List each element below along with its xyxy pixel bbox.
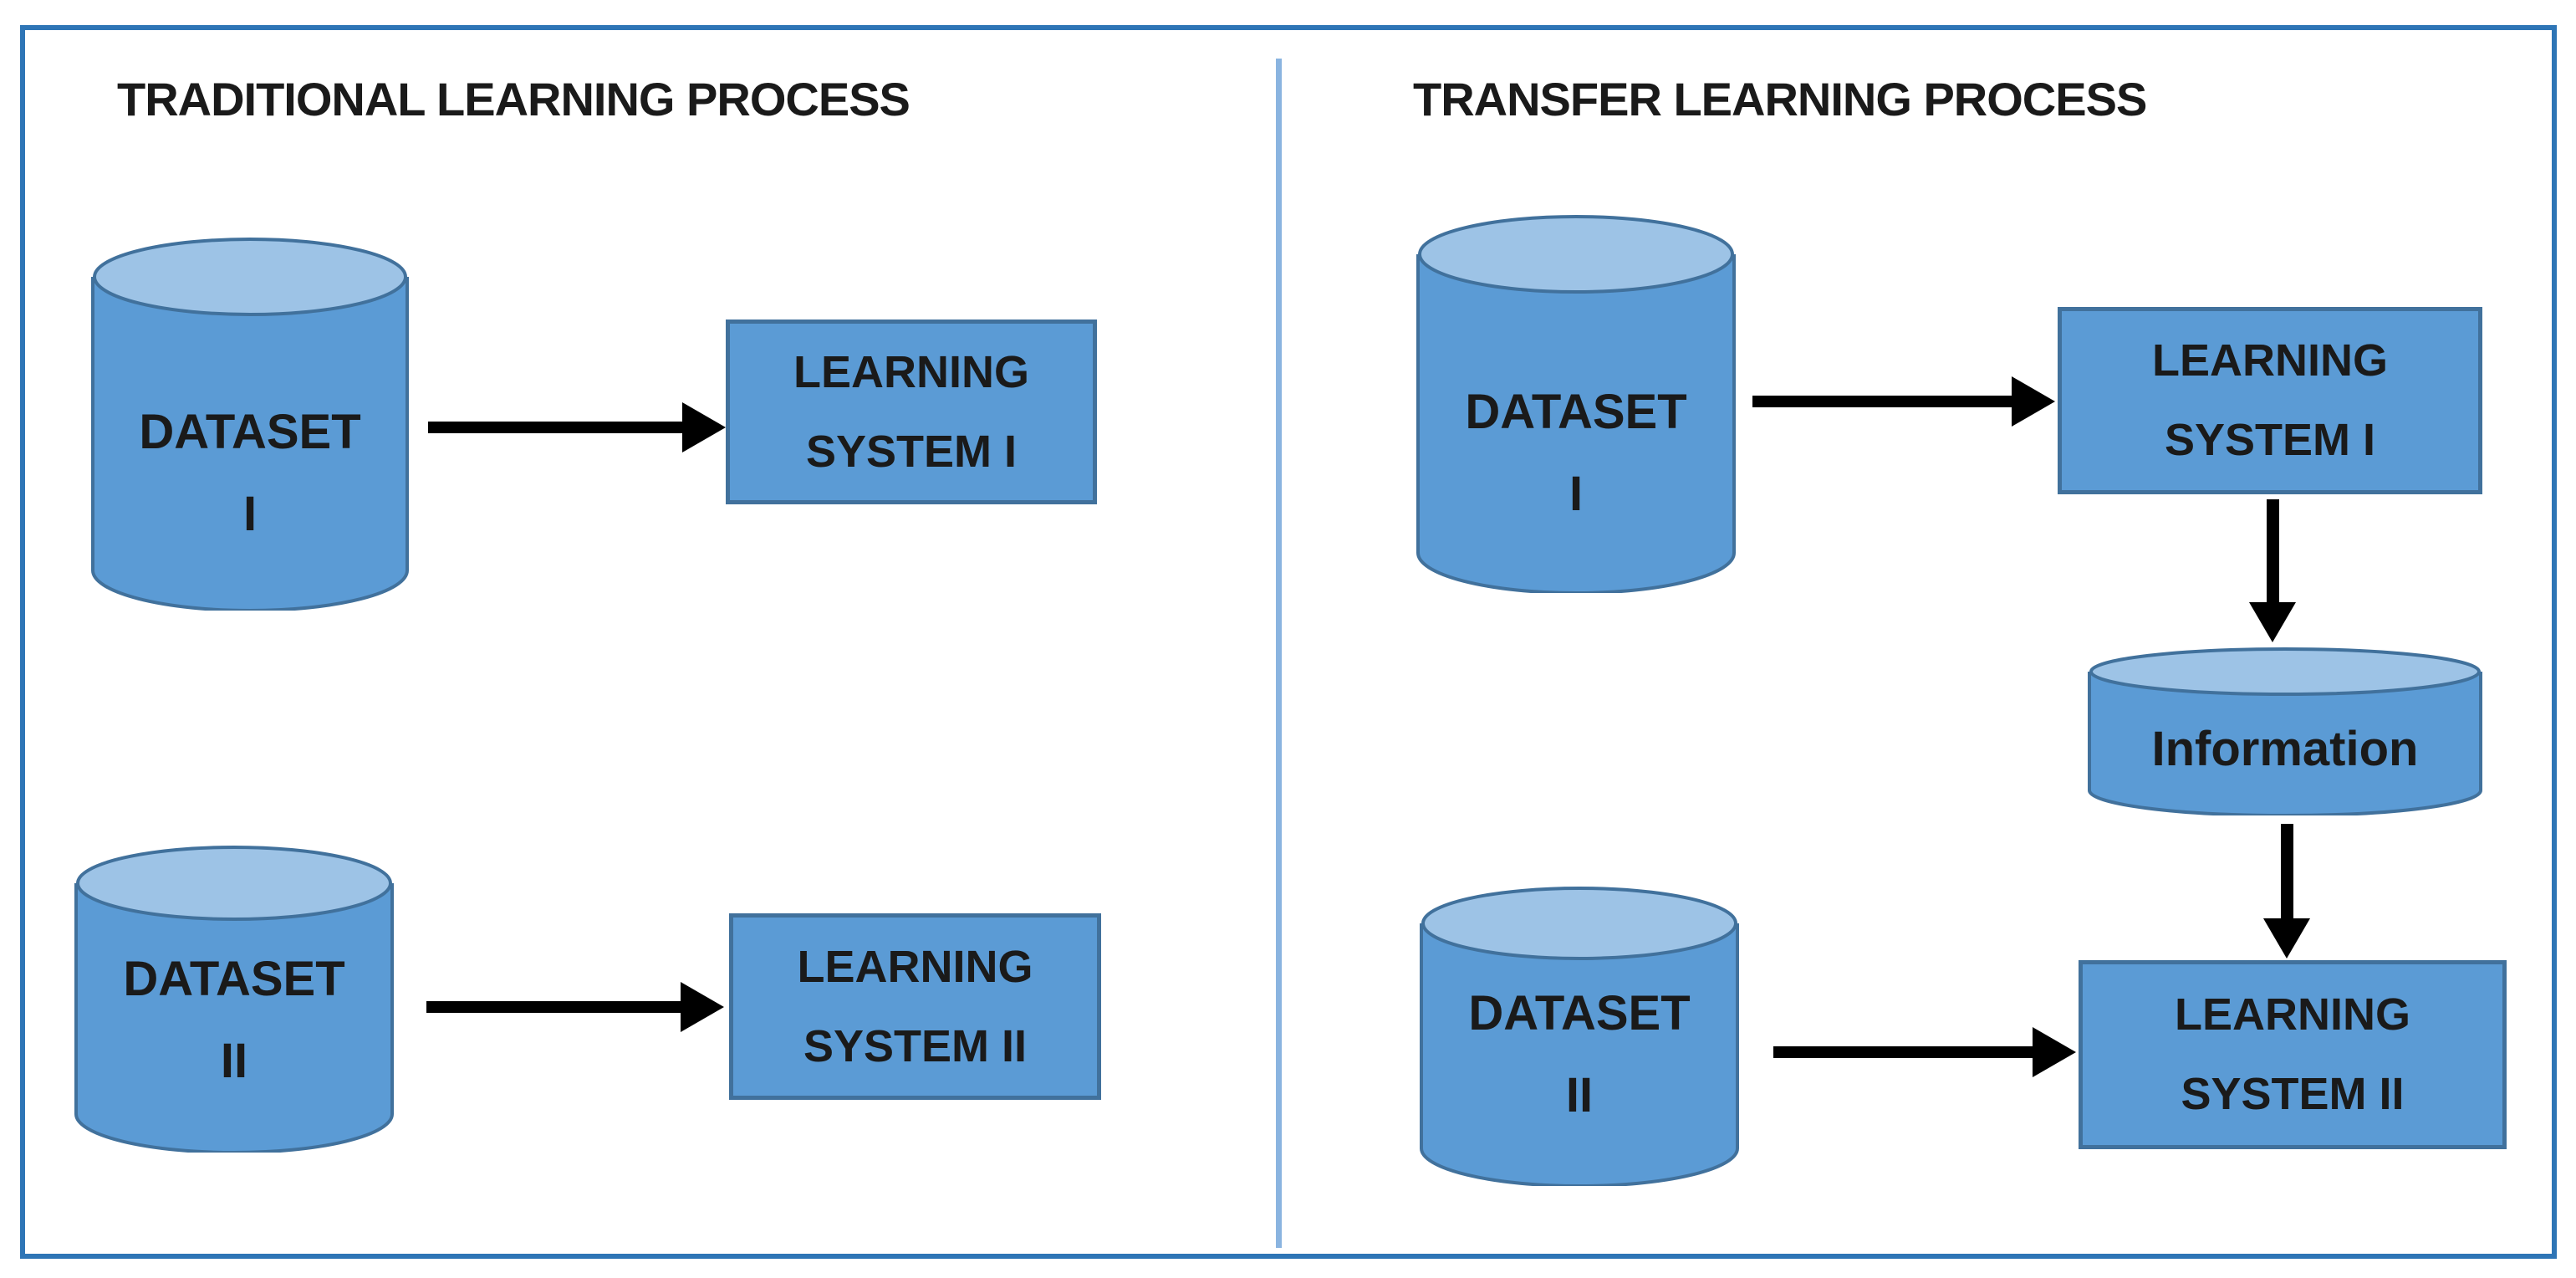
left-dataset-2-label: DATASET II <box>123 952 345 1088</box>
right-arrow-dataset1-to-system1 <box>1752 376 2055 427</box>
left-dataset-2-cylinder: DATASET II <box>74 845 395 1153</box>
panel-divider <box>1276 59 1282 1248</box>
right-dataset-2-cylinder: DATASET II <box>1419 886 1740 1186</box>
right-arrow-dataset2-to-system2 <box>1773 1027 2076 1077</box>
information-label: Information <box>2151 722 2419 776</box>
arrow-head-icon <box>2263 918 2310 958</box>
left-learning-system-2-box: LEARNING SYSTEM II <box>729 913 1101 1100</box>
database-cylinder-icon <box>2088 647 2482 815</box>
left-learning-system-1-box: LEARNING SYSTEM I <box>726 320 1097 504</box>
arrow-head-icon <box>2033 1027 2076 1077</box>
right-arrow-information-to-system2 <box>2262 824 2312 958</box>
left-dataset-1-label: DATASET I <box>139 405 361 541</box>
database-cylinder-icon <box>74 846 394 1153</box>
right-dataset-1-cylinder: DATASET I <box>1416 214 1737 593</box>
arrow-head-icon <box>681 982 724 1032</box>
left-dataset-1-cylinder: DATASET I <box>90 237 410 611</box>
right-learning-system-1-box: LEARNING SYSTEM I <box>2058 307 2482 494</box>
database-cylinder-icon <box>91 238 409 611</box>
outer-frame <box>20 25 2557 1259</box>
right-dataset-1-label: DATASET I <box>1465 385 1687 521</box>
arrow-head-icon <box>2012 376 2055 427</box>
right-panel-title: TRANSFER LEARNING PROCESS <box>1413 73 2147 125</box>
information-cylinder: Information <box>2087 647 2483 815</box>
left-arrow-dataset2-to-system2 <box>426 982 724 1032</box>
arrow-head-icon <box>682 402 726 452</box>
left-arrow-dataset1-to-system1 <box>428 402 726 452</box>
database-cylinder-icon <box>1416 215 1736 593</box>
left-panel-title: TRADITIONAL LEARNING PROCESS <box>117 73 911 125</box>
right-learning-system-2-box: LEARNING SYSTEM II <box>2079 960 2507 1149</box>
arrow-head-icon <box>2249 602 2296 642</box>
right-dataset-2-label: DATASET II <box>1468 986 1691 1122</box>
database-cylinder-icon <box>1420 887 1739 1186</box>
right-arrow-system1-to-information <box>2247 499 2298 642</box>
